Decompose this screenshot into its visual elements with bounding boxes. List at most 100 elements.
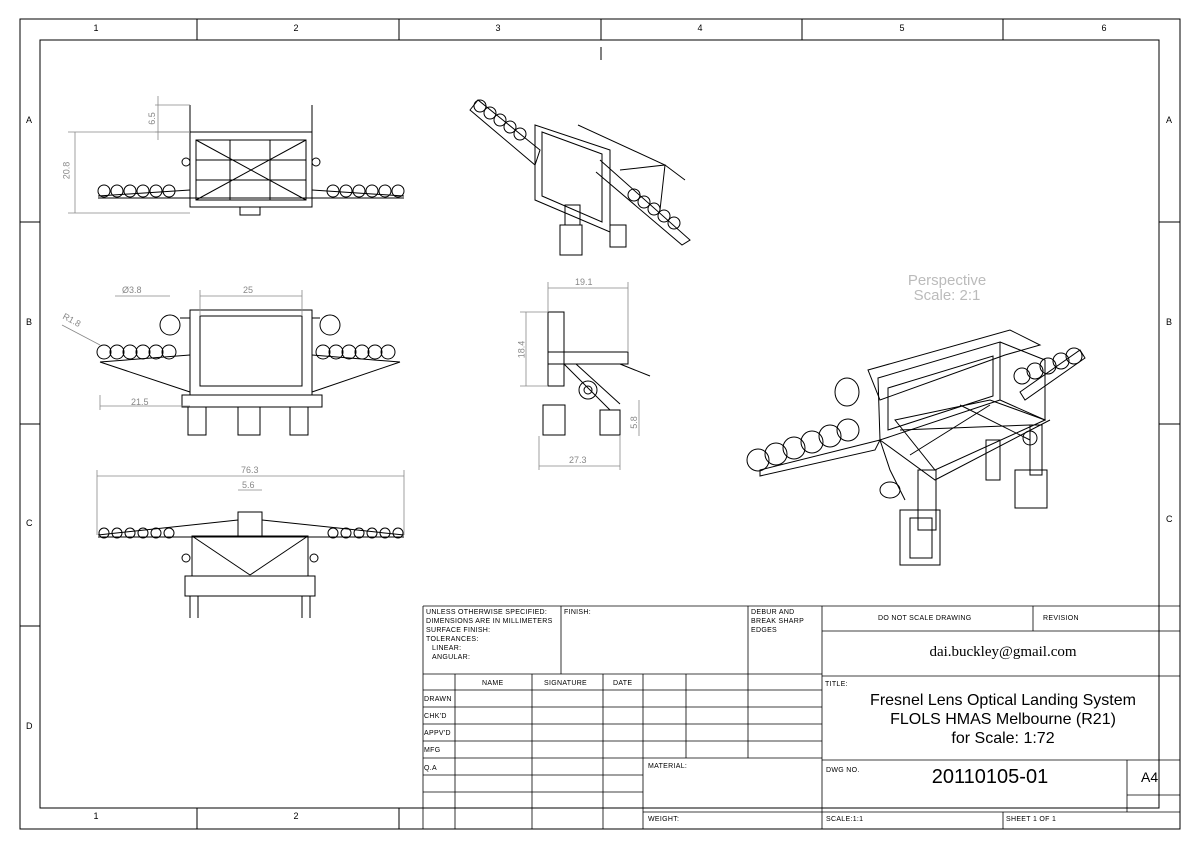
lamp-circle (353, 527, 365, 539)
do-not-scale: DO NOT SCALE DRAWING (878, 615, 972, 622)
perspective-label: Perspective (907, 272, 987, 289)
deburr-line-3: EDGES (751, 627, 778, 634)
lamp-circle (111, 527, 123, 539)
lamp-circle (746, 448, 770, 472)
dim-side-18-4: 18.4 (516, 340, 527, 359)
title-line-1: Fresnel Lens Optical Landing System (870, 692, 1136, 709)
lamp-circle (110, 184, 124, 198)
lamp-circle (392, 527, 404, 539)
dim-front-21-5: 21.5 (131, 397, 149, 407)
dim-side-27-3: 27.3 (569, 455, 587, 465)
dim-front-25: 25 (243, 285, 254, 295)
zone-row-d: D (26, 721, 33, 731)
lamp-circle (162, 184, 176, 198)
dim-top-6-5: 6.5 (146, 112, 157, 125)
title-block-lines (422, 605, 1180, 829)
dim-bottom-76-3: 76.3 (241, 465, 259, 475)
zone-col-5: 5 (899, 23, 905, 33)
lamp-circle (503, 120, 517, 134)
lamp-circle (378, 184, 392, 198)
note-unless: UNLESS OTHERWISE SPECIFIED: (426, 609, 548, 616)
lamp-circle (354, 344, 370, 360)
lamp-circle (96, 344, 112, 360)
zone-col-bottom-1: 1 (93, 811, 99, 821)
lamp-circle (782, 436, 806, 460)
lamp-circle (380, 344, 396, 360)
deburr-line-1: DEBUR AND (751, 609, 795, 616)
author-email: dai.buckley@gmail.com (929, 644, 1077, 660)
lamp-circle (1026, 362, 1044, 380)
lamp-circle (148, 344, 164, 360)
lamp-circle (149, 184, 163, 198)
note-dimensions: DIMENSIONS ARE IN MILLIMETERS (426, 618, 553, 625)
header-date: DATE (613, 680, 633, 687)
title-line-2: FLOLS HMAS Melbourne (R21) (890, 711, 1116, 728)
lamp-circle (367, 344, 383, 360)
zone-col-2: 2 (293, 23, 299, 33)
front-view (99, 309, 401, 436)
lamp-circle (315, 344, 331, 360)
role-qa: Q.A (424, 765, 437, 772)
lamp-circle (366, 527, 378, 539)
lamp-circle (341, 344, 357, 360)
finish-label: FINISH: (564, 609, 591, 616)
role-drawn: DRAWN (424, 696, 452, 703)
lamp-circle (326, 184, 340, 198)
side-view (542, 311, 651, 436)
lamp-circle (493, 113, 507, 127)
lamp-circle (150, 527, 162, 539)
iso-view-small (469, 99, 691, 256)
lamp-circle (163, 527, 175, 539)
role-checked: CHK'D (424, 713, 447, 720)
dim-front-diameter: Ø3.8 (122, 285, 142, 295)
lamp-circle (513, 127, 527, 141)
lamp-circle (124, 527, 136, 539)
zone-row-b-right: B (1166, 317, 1173, 327)
title-label: TITLE: (825, 681, 848, 688)
zone-row-c-right: C (1166, 514, 1173, 524)
note-surface: SURFACE FINISH: (426, 627, 491, 634)
lamp-circle (161, 344, 177, 360)
note-tolerances: TOLERANCES: (426, 636, 479, 643)
lamp-circle (627, 188, 641, 202)
lamp-circle (136, 184, 150, 198)
dwg-number: 20110105-01 (931, 766, 1049, 788)
iso-view-large (759, 329, 1086, 566)
sheet-count: SHEET 1 OF 1 (1006, 816, 1057, 823)
lamp-circle (483, 106, 497, 120)
lamp-circle (328, 344, 344, 360)
role-approved: APPV'D (424, 730, 451, 737)
zone-row-c: C (26, 518, 33, 528)
role-mfg: MFG (424, 747, 441, 754)
lamp-circle (800, 430, 824, 454)
zone-row-a: A (26, 115, 33, 125)
note-angular: ANGULAR: (432, 654, 471, 661)
lamp-circle (637, 195, 651, 209)
zone-row-a-right: A (1166, 115, 1173, 125)
header-signature: SIGNATURE (544, 680, 588, 687)
lamp-circle (365, 184, 379, 198)
zone-col-3: 3 (495, 23, 501, 33)
perspective-scale: Scale: 2:1 (913, 287, 981, 304)
lamp-circle (340, 527, 352, 539)
lamp-circle (836, 418, 860, 442)
lamp-circle (473, 99, 487, 113)
zone-col-4: 4 (697, 23, 703, 33)
lamp-circle (379, 527, 391, 539)
zone-col-1: 1 (93, 23, 99, 33)
lamp-circle (339, 184, 353, 198)
lamp-circle (657, 209, 671, 223)
lamp-circle (327, 527, 339, 539)
material-label: MATERIAL: (648, 763, 688, 770)
top-view (97, 105, 405, 216)
lamp-circle (137, 527, 149, 539)
lamp-circle (1052, 352, 1070, 370)
dim-side-19-1: 19.1 (575, 277, 593, 287)
lamp-circle (1013, 367, 1031, 385)
lamp-circle (109, 344, 125, 360)
dim-top-20-8: 20.8 (61, 161, 72, 180)
lamp-circle (391, 184, 405, 198)
lamp-circle (122, 344, 138, 360)
lamp-circle (123, 184, 137, 198)
